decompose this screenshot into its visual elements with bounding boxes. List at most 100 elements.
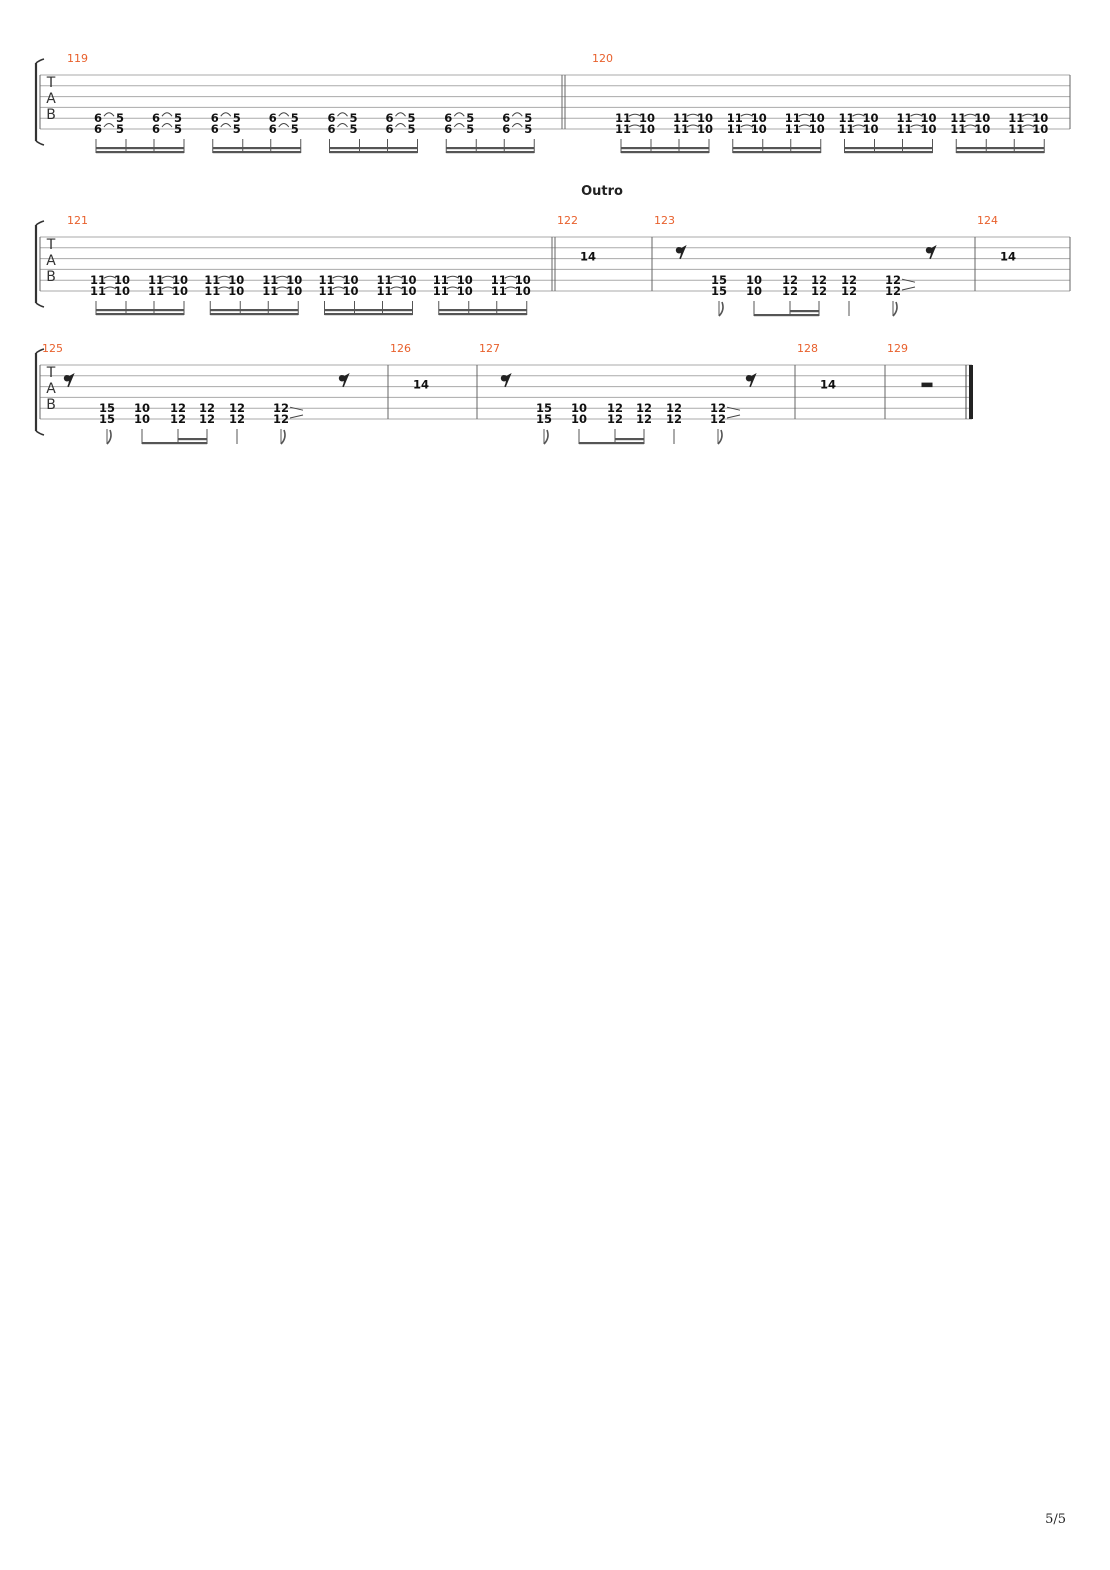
fret-number: 11 <box>90 273 106 287</box>
section-label: Outro <box>581 184 623 199</box>
tie-arc <box>963 113 977 117</box>
tie-arc <box>161 123 173 128</box>
fret-number: 6 <box>94 111 102 125</box>
page-number: 5/5 <box>1045 1512 1066 1527</box>
fret-number: 11 <box>896 111 912 125</box>
fret-number: 5 <box>466 122 474 136</box>
fret-number: 10 <box>457 284 473 298</box>
fret-number: 10 <box>809 122 825 136</box>
fret-number: 10 <box>134 412 150 426</box>
fret-number: 10 <box>1032 122 1048 136</box>
fret-number: 6 <box>152 122 160 136</box>
fret-number: 10 <box>974 111 990 125</box>
tie-arc <box>220 123 232 128</box>
fret-number: 5 <box>407 122 415 136</box>
note-beam <box>438 313 527 316</box>
bar-number: 128 <box>797 342 818 355</box>
fret-number: 11 <box>838 111 854 125</box>
fret-number: 15 <box>99 412 115 426</box>
fret-number: 14 <box>580 250 596 264</box>
slide-out-mark <box>726 406 741 411</box>
slide-out-mark <box>901 286 916 291</box>
fret-number: 6 <box>502 111 510 125</box>
fret-number: 15 <box>99 401 115 415</box>
fret-number: 5 <box>466 111 474 125</box>
tab-clef-letter: T <box>46 237 56 253</box>
fret-number: 6 <box>211 122 219 136</box>
note-beam <box>732 147 821 150</box>
fret-number: 10 <box>751 111 767 125</box>
fret-number: 12 <box>170 412 186 426</box>
fret-number: 10 <box>134 401 150 415</box>
fret-number: 12 <box>199 412 215 426</box>
tie-arc <box>446 275 460 279</box>
fret-number: 15 <box>711 284 727 298</box>
tie-arc <box>453 112 465 117</box>
note-beam <box>96 147 184 150</box>
tie-arc <box>511 123 523 128</box>
tab-clef-letter: B <box>46 107 56 123</box>
fret-number: 12 <box>782 284 798 298</box>
tie-arc <box>686 124 700 128</box>
fret-number: 11 <box>727 111 743 125</box>
tie-arc <box>963 124 977 128</box>
tie-arc <box>390 275 403 279</box>
note-beam <box>212 151 301 154</box>
fret-number: 11 <box>785 122 801 136</box>
note-beam <box>178 438 207 441</box>
fret-number: 10 <box>172 284 188 298</box>
fret-number: 6 <box>385 122 393 136</box>
note-beam <box>621 151 709 154</box>
slide-out-mark <box>289 406 304 411</box>
fret-number: 10 <box>809 111 825 125</box>
fret-number: 15 <box>536 401 552 415</box>
tie-arc <box>103 275 117 279</box>
tab-clef-letter: A <box>46 253 56 269</box>
tie-arc <box>332 275 345 279</box>
tie-arc <box>161 275 175 279</box>
fret-number: 14 <box>413 378 429 392</box>
bar-number: 124 <box>977 214 998 227</box>
fret-number: 11 <box>376 284 392 298</box>
note-beam <box>732 151 821 154</box>
tie-arc <box>1021 113 1035 117</box>
note-beam <box>329 147 418 150</box>
tie-arc <box>504 286 518 290</box>
tie-arc <box>161 112 173 117</box>
note-flag <box>717 429 723 445</box>
fret-number: 12 <box>229 412 245 426</box>
fret-number: 12 <box>666 401 682 415</box>
fret-number: 12 <box>885 284 901 298</box>
fret-number: 10 <box>228 284 244 298</box>
fret-number: 11 <box>433 284 449 298</box>
tie-arc <box>337 123 348 128</box>
tie-arc <box>628 124 642 128</box>
fret-number: 5 <box>116 111 124 125</box>
eighth-rest <box>675 244 687 260</box>
fret-number: 11 <box>727 122 743 136</box>
fret-number: 6 <box>269 111 277 125</box>
note-flag <box>543 429 549 445</box>
tie-arc <box>910 113 923 117</box>
fret-number: 11 <box>318 284 334 298</box>
note-beam <box>615 438 644 441</box>
fret-number: 6 <box>444 111 452 125</box>
tie-arc <box>278 123 290 128</box>
fret-number: 10 <box>400 273 416 287</box>
note-beam <box>96 151 184 154</box>
fret-number: 10 <box>639 111 655 125</box>
bracket-top-hook <box>35 220 45 226</box>
fret-number: 11 <box>148 284 164 298</box>
fret-number: 10 <box>172 273 188 287</box>
fret-number: 12 <box>811 284 827 298</box>
note-beam <box>844 151 933 154</box>
fret-number: 11 <box>615 122 631 136</box>
fret-number: 6 <box>385 111 393 125</box>
tie-arc <box>446 286 460 290</box>
tie-arc <box>740 124 754 128</box>
note-beam <box>210 313 299 316</box>
bar-number: 127 <box>479 342 500 355</box>
note-beam <box>790 310 819 313</box>
fret-number: 5 <box>291 122 299 136</box>
